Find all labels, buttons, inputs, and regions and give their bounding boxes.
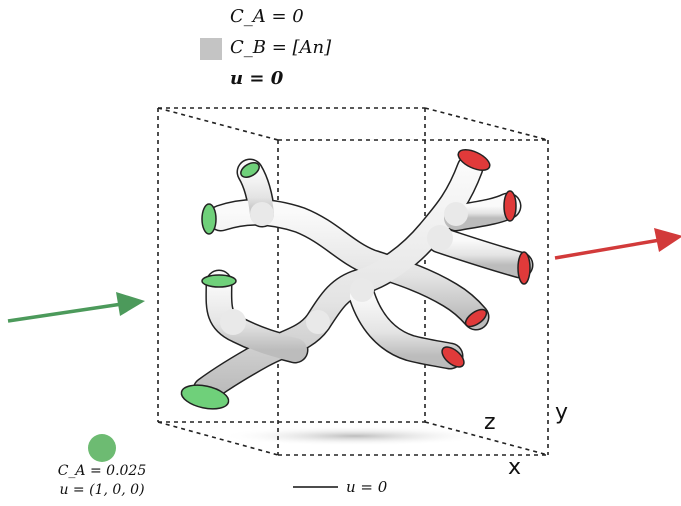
- outlet-cap: [517, 251, 531, 285]
- legend-u-label: u = 0: [230, 68, 284, 89]
- legend-cb-label: C_B = [An]: [230, 37, 332, 58]
- channel-network: [192, 154, 534, 404]
- ground-shadow: [220, 426, 490, 446]
- inlet-cap: [240, 162, 260, 178]
- outlet-cap: [457, 149, 491, 171]
- axis-label-y: y: [555, 400, 569, 425]
- legend-ca-label: C_A = 0: [230, 6, 304, 27]
- outlet-cap: [503, 190, 517, 222]
- axis-label-x: x: [508, 455, 522, 480]
- inlet-caps: [180, 162, 260, 410]
- outlet-arrow: [554, 228, 681, 260]
- outlet-cap: [441, 346, 465, 368]
- axis-label-z: z: [484, 410, 496, 435]
- inlet-legend-dot: [88, 434, 116, 462]
- inlet-u-label: u = (1, 0, 0): [59, 482, 145, 498]
- wall-legend-label: u = 0: [346, 478, 388, 496]
- outlet-caps: [441, 149, 531, 368]
- legend-cb-swatch: [200, 38, 222, 60]
- bounding-box: [157, 107, 549, 456]
- outlet-cap: [464, 308, 488, 328]
- inlet-cap: [201, 203, 217, 235]
- inlet-cap: [201, 274, 237, 288]
- inlet-arrow: [7, 292, 145, 323]
- inlet-ca-label: C_A = 0.025: [57, 463, 147, 479]
- inlet-cap: [180, 384, 230, 410]
